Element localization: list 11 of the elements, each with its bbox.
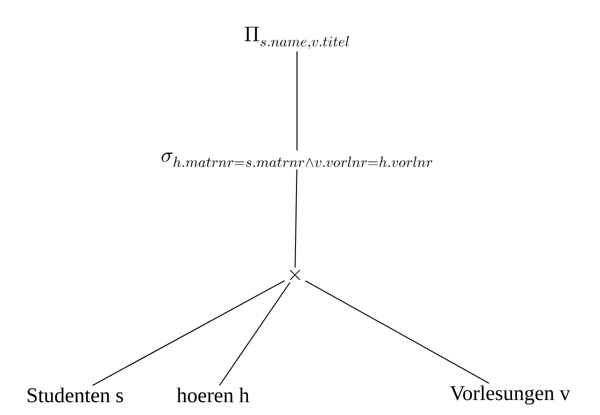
tree-edge	[294, 169, 298, 268]
relation-label: Vorlesungen v	[450, 385, 570, 405]
tree-edge	[296, 50, 298, 151]
projection-operator: $\Pi_{s.name,v.titel}$	[244, 26, 349, 50]
tree-edge	[304, 280, 490, 384]
tree-edge	[219, 282, 290, 386]
relation-label: hoeren h	[176, 388, 250, 402]
relation-label: Studenten s	[28, 388, 123, 402]
tree-edge	[92, 280, 286, 386]
selection-operator: $\sigma_{h.matrnr=s.matrnr\land v.vorlnr=h.vorlnr}$	[162, 152, 432, 168]
cross-product-operator: $\times$	[290, 270, 300, 280]
